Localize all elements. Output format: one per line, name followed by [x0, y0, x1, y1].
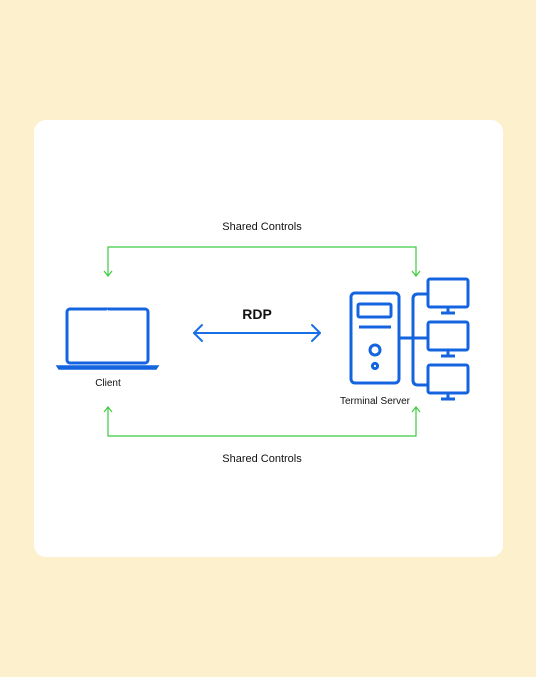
server-tower-icon [349, 291, 401, 385]
rdp-double-arrow [193, 324, 321, 342]
monitor-icon [426, 277, 470, 315]
rdp-label: RDP [242, 306, 272, 322]
client-label: Client [95, 378, 121, 389]
top-left-arrowhead [103, 270, 113, 277]
bottom-right-arrowhead [411, 406, 421, 413]
bottom-connector [103, 406, 421, 437]
top-right-arrowhead [411, 270, 421, 277]
top-connector [103, 246, 421, 277]
server-network-bracket [399, 292, 428, 387]
monitor-icon [426, 363, 470, 401]
top-shared-controls-label: Shared Controls [222, 221, 302, 233]
terminal-server-label: Terminal Server [340, 396, 411, 407]
bottom-shared-controls-label: Shared Controls [222, 453, 302, 465]
monitor-icon [426, 320, 470, 358]
laptop-icon [55, 307, 160, 370]
bottom-left-arrowhead [103, 406, 113, 413]
